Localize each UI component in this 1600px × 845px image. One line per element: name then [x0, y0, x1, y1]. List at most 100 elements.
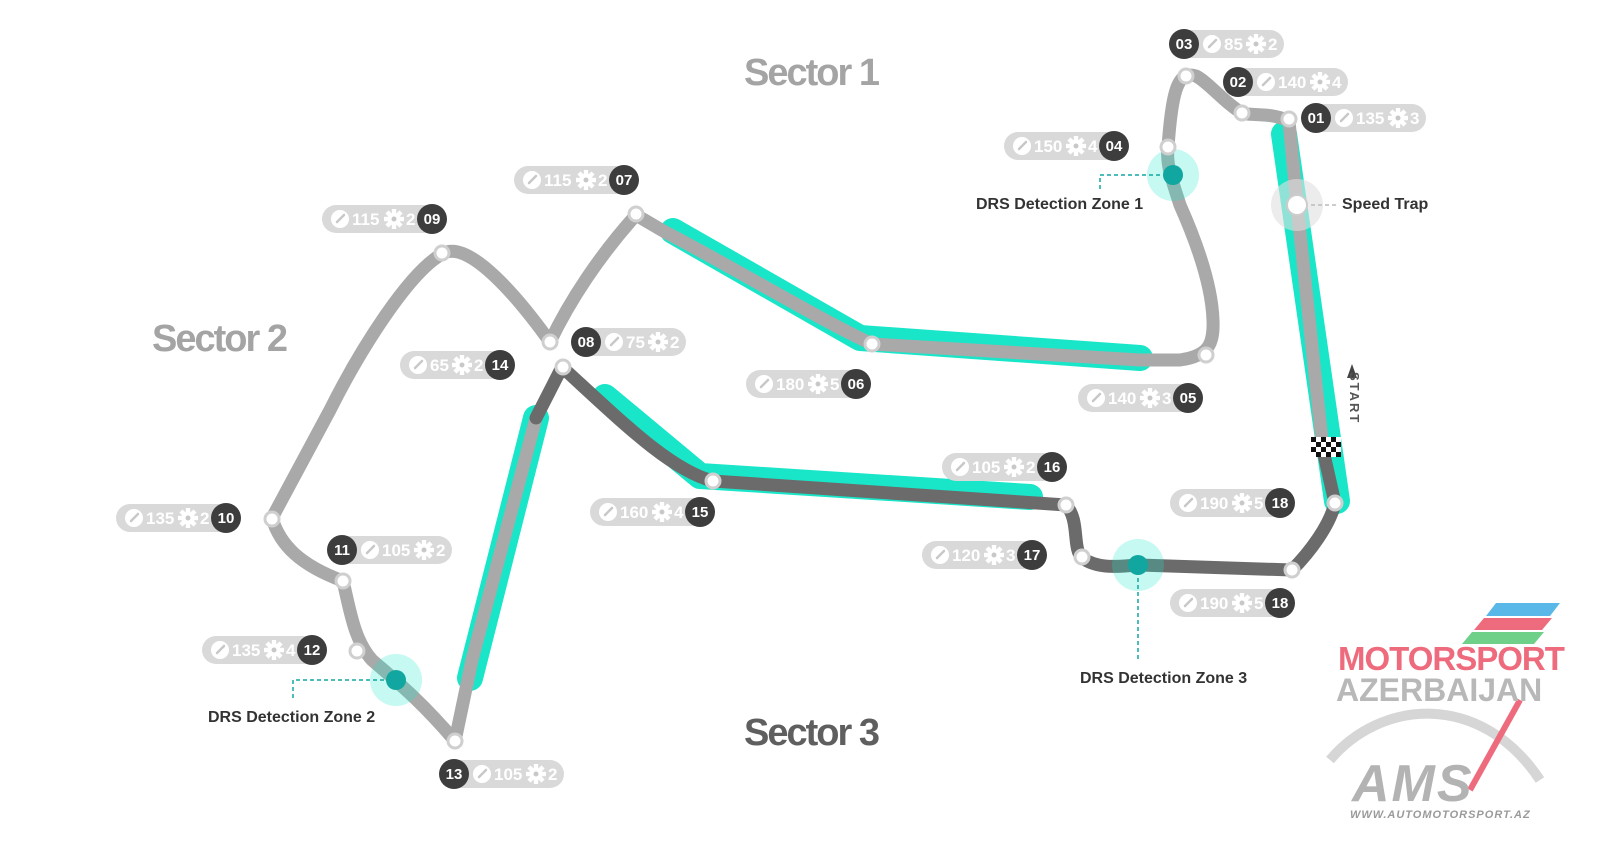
flag-square — [1311, 437, 1316, 442]
drs-detection-zone-1-label: DRS Detection Zone 1 — [976, 196, 1144, 213]
start-arrow-icon — [1347, 364, 1357, 378]
drs-detection-zone-3-label: DRS Detection Zone 3 — [1080, 670, 1248, 687]
flag-square — [1331, 442, 1336, 447]
corner-gear: 5 — [830, 375, 839, 394]
turn-number: 12 — [304, 642, 321, 659]
corner-node — [1057, 496, 1075, 514]
turn-number: 17 — [1024, 547, 1041, 564]
corner-speed: 140 — [1108, 389, 1136, 408]
pill-background — [440, 760, 564, 788]
turn-number: 09 — [424, 211, 441, 228]
logo-swoosh — [1326, 698, 1545, 792]
turn-number: 13 — [446, 766, 463, 783]
drs1-leader — [1099, 174, 1160, 190]
flag-square — [1331, 437, 1336, 442]
corner-speed: 190 — [1200, 594, 1228, 613]
corner-speed: 150 — [1034, 137, 1062, 156]
corner-node — [541, 333, 559, 351]
corner-speed: 75 — [626, 333, 645, 352]
speedometer-icon — [599, 503, 617, 521]
corner-gear: 4 — [674, 503, 684, 522]
logo-flag-stripes — [1462, 603, 1560, 644]
flag-square — [1326, 452, 1331, 457]
gear-icon — [526, 764, 546, 784]
corner-gear: 2 — [436, 541, 445, 560]
gear-icon — [1232, 493, 1252, 513]
flag-square — [1316, 452, 1321, 457]
gear-icon — [1066, 136, 1086, 156]
flag-square — [1316, 437, 1321, 442]
corner-speed: 85 — [1224, 35, 1243, 54]
corner-speed: 180 — [776, 375, 804, 394]
flag-square — [1331, 452, 1336, 457]
leader-lines — [292, 174, 1338, 698]
turn-badge — [841, 369, 871, 399]
corner-speed: 115 — [544, 171, 571, 190]
corner-node — [704, 472, 722, 490]
turn-badge — [211, 503, 241, 533]
speedometer-icon — [361, 541, 379, 559]
corner-speed: 140 — [1278, 73, 1306, 92]
corner-speed: 120 — [952, 546, 980, 565]
speedometer-icon — [473, 765, 491, 783]
drs-detection-2-point — [386, 670, 406, 690]
gear-icon — [264, 640, 284, 660]
flag-square — [1311, 447, 1316, 452]
flag-square — [1321, 447, 1326, 452]
speedometer-icon — [523, 171, 541, 189]
corner-gear: 2 — [1268, 35, 1277, 54]
speedometer-icon — [1335, 109, 1353, 127]
flag-square — [1321, 437, 1326, 442]
turn-badge — [485, 350, 515, 380]
detection-points — [370, 149, 1323, 706]
pill-background — [1224, 68, 1348, 96]
speedometer-icon — [951, 458, 969, 476]
drs2-leader — [292, 679, 384, 698]
sector-3-label: Sector 3 — [744, 712, 880, 754]
turn-badge — [1173, 383, 1203, 413]
flag-square — [1331, 447, 1336, 452]
corner-node — [863, 335, 881, 353]
turn-badge — [1037, 452, 1067, 482]
corner-node — [433, 244, 451, 262]
gear-icon — [1004, 457, 1024, 477]
gear-icon — [1388, 108, 1408, 128]
track-segment-main-straight — [1290, 198, 1330, 457]
pill-background — [328, 536, 452, 564]
logo-azerbaijan-text: AZERBAIJAN — [1336, 672, 1543, 708]
speedometer-icon — [931, 546, 949, 564]
corner-gear: 2 — [548, 765, 557, 784]
corner-speed: 160 — [620, 503, 648, 522]
flag-square — [1316, 447, 1321, 452]
sector-1-label: Sector 1 — [744, 52, 880, 94]
corner-gear: 4 — [1088, 137, 1098, 156]
corner-node — [348, 642, 366, 660]
turn-number: 14 — [492, 357, 509, 374]
gear-icon — [984, 545, 1004, 565]
corner-speed: 135 — [1356, 109, 1384, 128]
turn-number: 18 — [1272, 495, 1289, 512]
speedometer-icon — [409, 356, 427, 374]
speedometer-icon — [755, 375, 773, 393]
track-segment-sector2 — [265, 208, 643, 748]
corner-gear: 3 — [1410, 109, 1419, 128]
corner-node — [554, 358, 572, 376]
sector-2-label: Sector 2 — [152, 318, 288, 360]
turn-number: 05 — [1180, 390, 1197, 407]
start-finish-line — [1311, 437, 1341, 457]
flag-square — [1326, 437, 1331, 442]
speedometer-icon — [211, 641, 229, 659]
speed-trap-label: Speed Trap — [1342, 196, 1429, 213]
